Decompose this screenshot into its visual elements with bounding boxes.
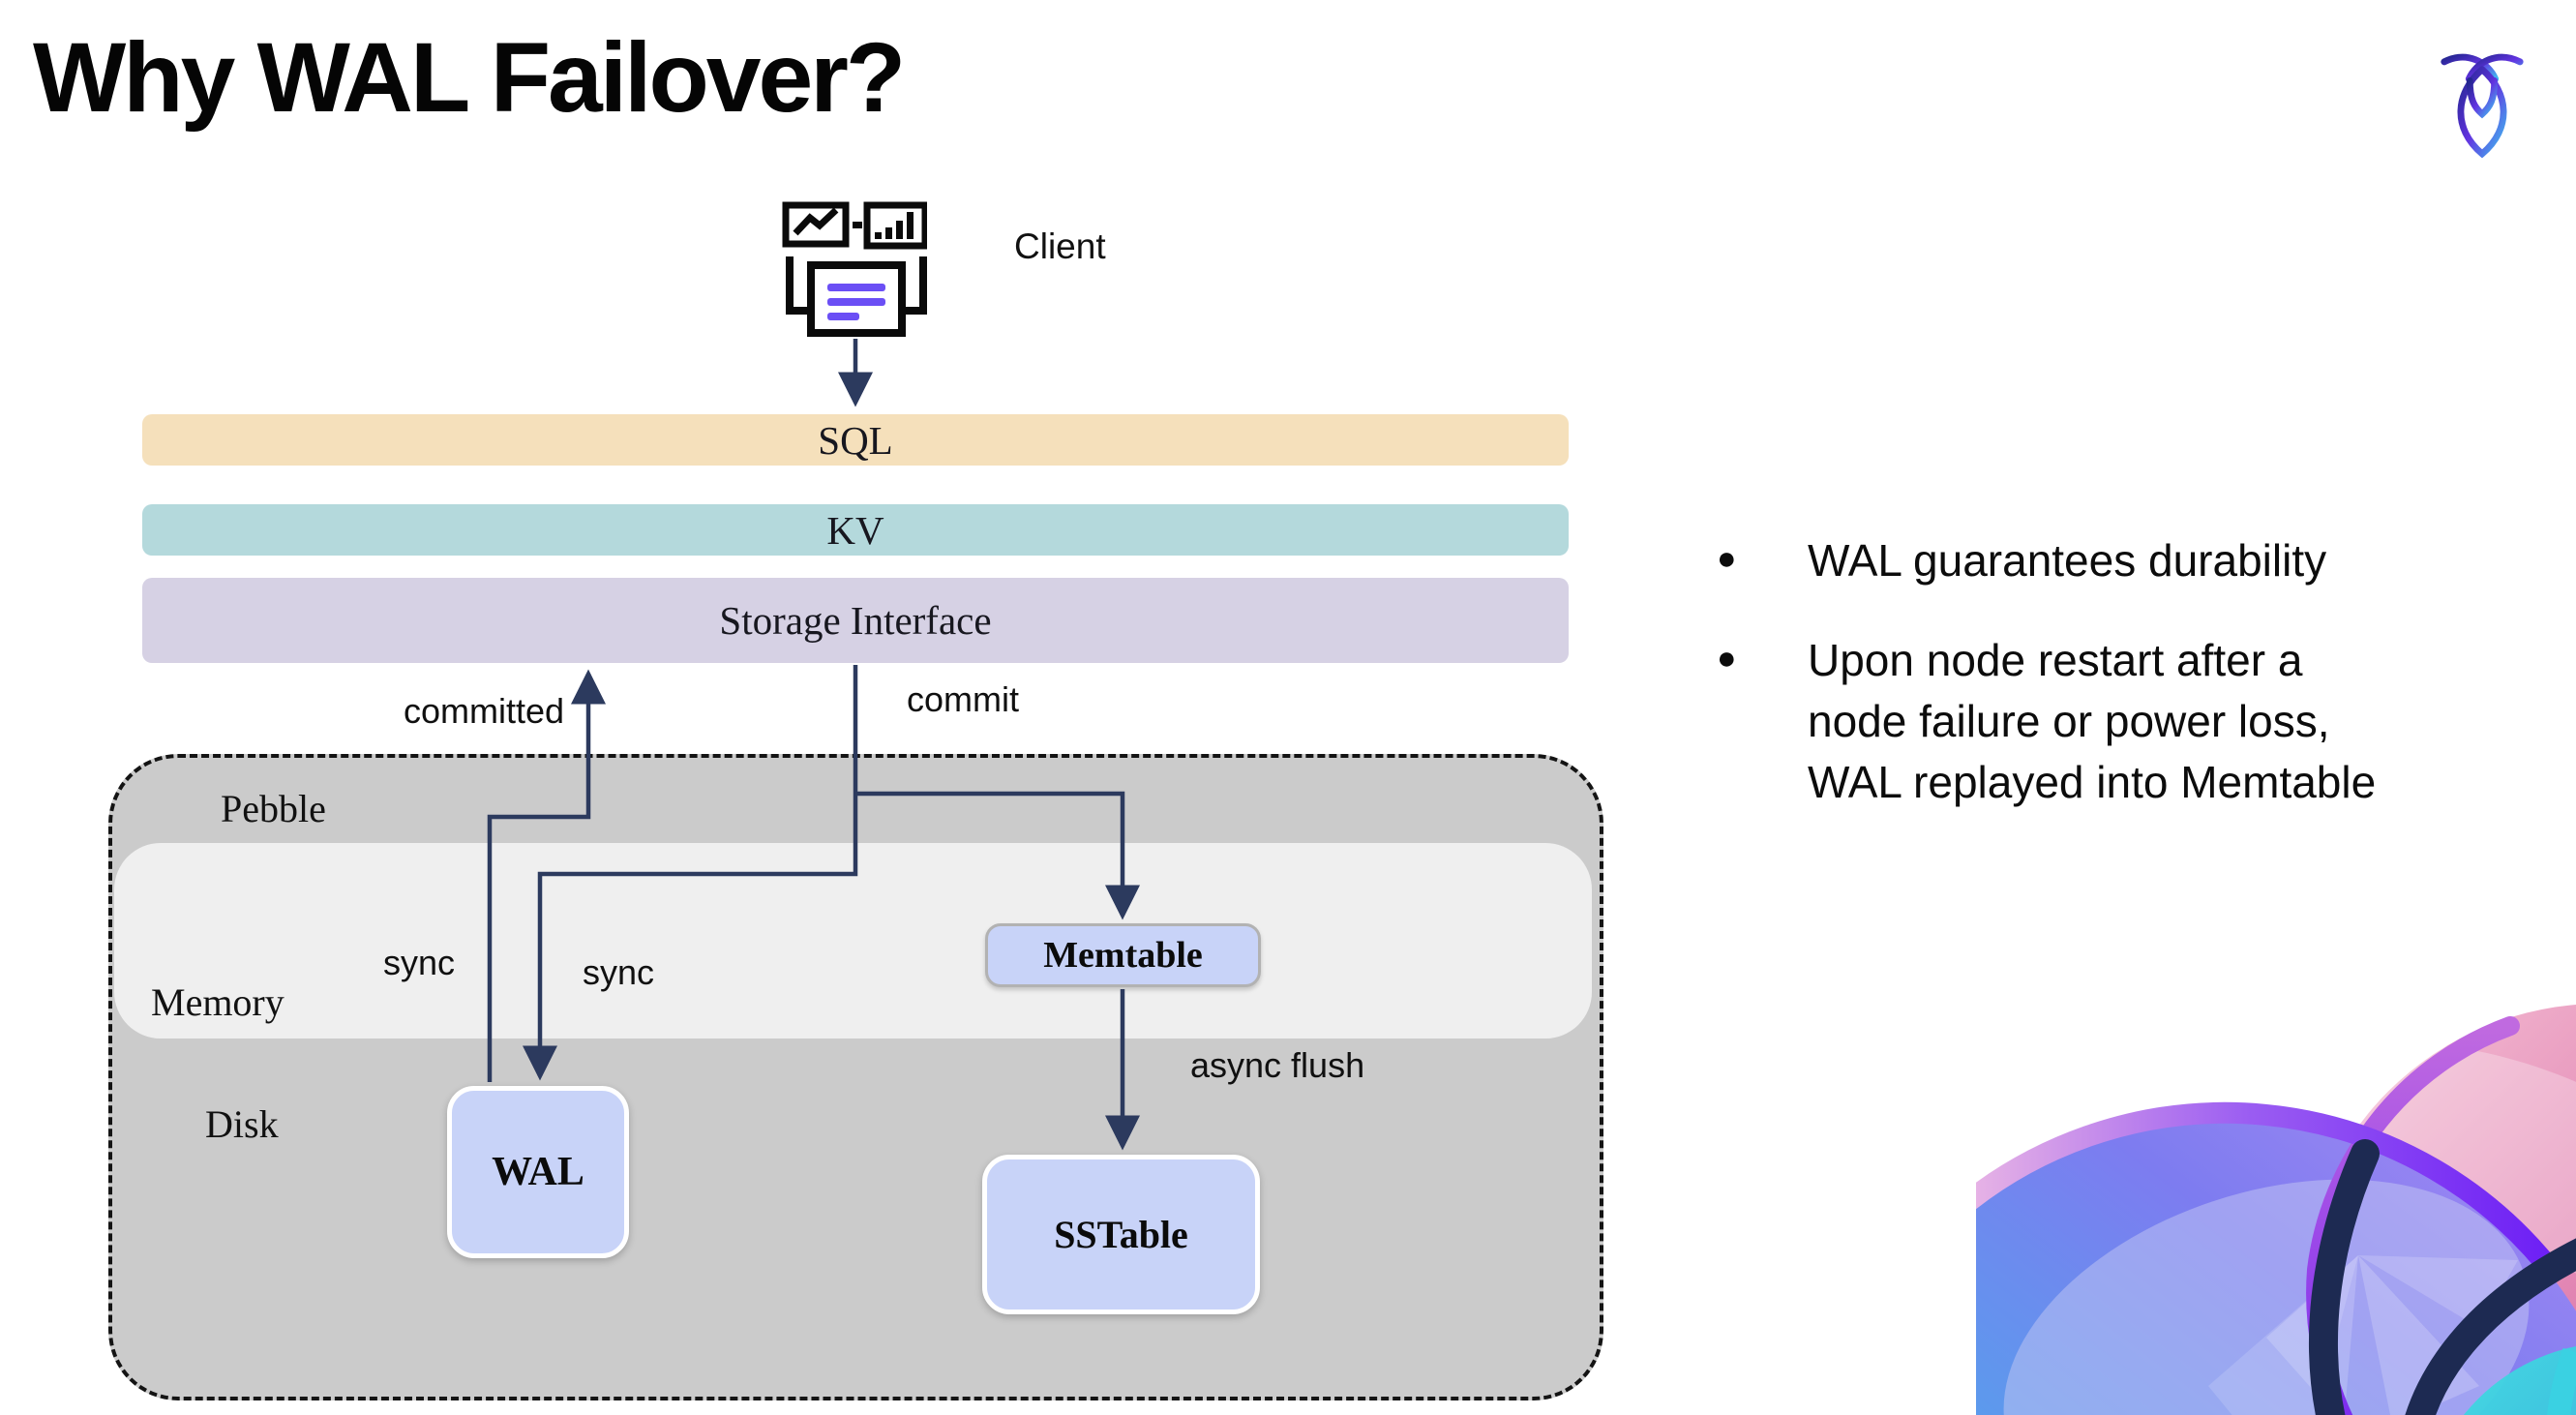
memory-region [114, 843, 1592, 1039]
sstable-label: SSTable [1054, 1213, 1188, 1256]
list-item: ● Upon node restart after a node failure… [1695, 630, 2547, 813]
cockroachdb-logo-icon [2435, 46, 2530, 161]
memory-label: Memory [151, 980, 285, 1024]
layer-sql: SQL [142, 414, 1569, 466]
committed-arrow-label: committed [404, 691, 565, 731]
sync-left-arrow-label: sync [383, 943, 456, 982]
client-dashboard-document-icon [782, 196, 927, 342]
sstable-node: SSTable [982, 1155, 1260, 1314]
sync-right-arrow-label: sync [583, 952, 655, 992]
layer-storage-interface: Storage Interface [142, 578, 1569, 663]
client-label: Client [1014, 226, 1106, 266]
note-line: Upon node restart after a [1808, 635, 2303, 685]
pebble-label: Pebble [221, 787, 326, 830]
list-item: ● WAL guarantees durability [1695, 530, 2547, 591]
wal-node: WAL [447, 1086, 629, 1258]
memtable-label: Memtable [1043, 935, 1203, 976]
async-flush-arrow-label: async flush [1190, 1045, 1365, 1085]
page-title: Why WAL Failover? [33, 22, 906, 133]
commit-arrow-label: commit [907, 679, 1019, 719]
layer-sql-label: SQL [818, 417, 893, 463]
note-line: WAL replayed into Memtable [1808, 757, 2377, 807]
layer-storage-interface-label: Storage Interface [719, 598, 992, 643]
disk-label: Disk [205, 1102, 279, 1146]
note-line: node failure or power loss, [1808, 696, 2330, 746]
bullet-dot-icon: ● [1717, 540, 1737, 577]
notes-list: ● WAL guarantees durability ● Upon node … [1695, 530, 2547, 813]
layer-kv-label: KV [826, 507, 884, 553]
layer-kv: KV [142, 504, 1569, 556]
wal-label: WAL [492, 1150, 584, 1194]
memtable-node: Memtable [985, 923, 1261, 987]
brand-sphere-artwork [1976, 970, 2576, 1415]
note-line: WAL guarantees durability [1808, 535, 2327, 586]
bullet-dot-icon: ● [1717, 640, 1737, 677]
